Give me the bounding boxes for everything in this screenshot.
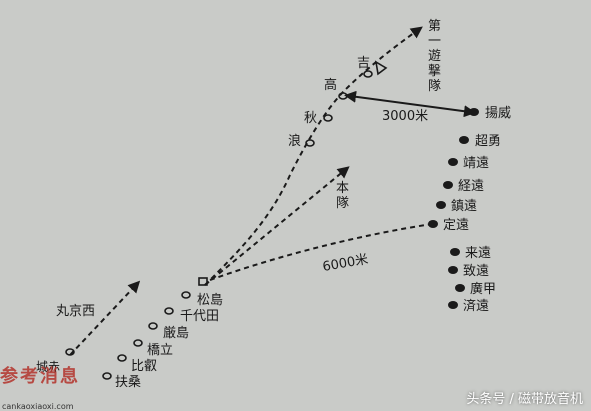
ship-label: 松島 [197, 293, 223, 308]
enemy-ship-marker [450, 248, 460, 256]
first-squadron-track [204, 26, 423, 286]
enemy-ship-marker [448, 266, 458, 274]
distance-label-6000: 6000米 [321, 252, 369, 275]
first-squadron-label: 第一遊撃隊 [428, 19, 441, 94]
ship-marker [102, 372, 112, 380]
ship-marker [363, 70, 373, 78]
left-track [69, 280, 141, 356]
enemy-ship-marker [455, 284, 465, 292]
enemy-ship-marker [428, 220, 438, 228]
main-flagship-marker [198, 277, 208, 286]
ship-marker [117, 354, 127, 362]
flag-marker [374, 60, 388, 76]
enemy-ship-label: 揚威 [485, 105, 511, 121]
ship-marker [338, 92, 348, 100]
enemy-ship-marker [448, 301, 458, 309]
ship-label: 高 [324, 77, 337, 93]
distance-line-6000 [209, 223, 433, 281]
enemy-ship-label: 靖遠 [463, 156, 489, 171]
ship-label: 丸京西 [56, 304, 95, 319]
ship-marker [305, 139, 315, 147]
ship-label: 厳島 [163, 326, 189, 341]
watermark-brand: 参考消息 [0, 366, 80, 387]
enemy-ship-label: 超勇 [475, 134, 501, 149]
main-squadron-track [204, 166, 350, 286]
partial-label: 城赤 [36, 360, 60, 374]
enemy-ship-label: 定遠 [443, 218, 469, 233]
ship-label: 吉 [357, 56, 370, 71]
ship-label: 扶桑 [115, 375, 141, 390]
ship-marker [65, 348, 75, 356]
ship-label: 秋 [304, 111, 317, 126]
enemy-ship-marker [459, 136, 469, 144]
ship-marker [181, 291, 191, 299]
ship-label: 比叡 [131, 359, 157, 374]
ship-label: 浪 [288, 134, 301, 149]
ship-marker [148, 322, 158, 330]
distance-arrow-3000 [344, 90, 476, 118]
enemy-ship-marker [448, 158, 458, 166]
credit-text: 头条号 / 磁带放音机 [466, 392, 583, 407]
enemy-ship-label: 来遠 [465, 246, 491, 261]
enemy-ship-marker [469, 108, 479, 116]
ship-marker [323, 114, 333, 122]
main-squadron-label: 本隊 [336, 181, 349, 211]
enemy-ship-label: 経遠 [458, 179, 484, 194]
ship-label: 橋立 [147, 343, 173, 358]
enemy-ship-marker [443, 181, 453, 189]
distance-label-3000: 3000米 [382, 109, 428, 124]
enemy-ship-label: 致遠 [463, 264, 489, 279]
enemy-ship-label: 廣甲 [470, 282, 496, 297]
ship-marker [164, 307, 174, 315]
enemy-ship-label: 鎮遠 [451, 198, 477, 214]
ship-marker [133, 339, 143, 347]
enemy-ship-label: 済遠 [463, 298, 489, 314]
watermark-url: cankaoxiaoxi.com [2, 402, 74, 411]
ship-label: 千代田 [180, 309, 219, 324]
enemy-ship-marker [436, 201, 446, 209]
